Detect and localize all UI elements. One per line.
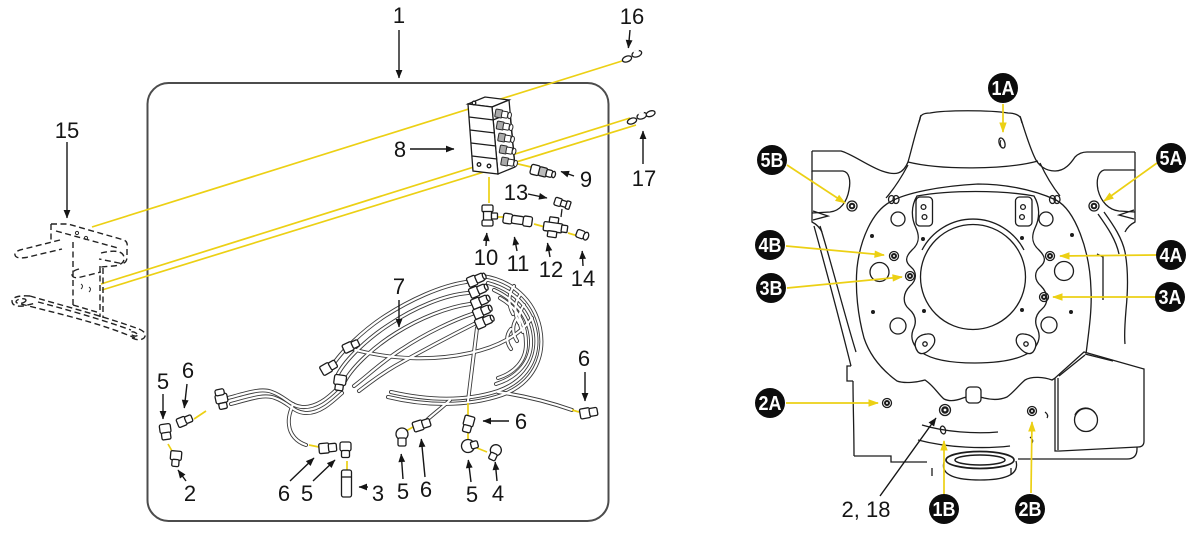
svg-text:15: 15	[55, 118, 79, 143]
svg-text:12: 12	[539, 257, 563, 282]
svg-text:7: 7	[393, 274, 405, 299]
svg-text:6: 6	[515, 409, 527, 434]
svg-text:2: 2	[184, 481, 196, 506]
svg-text:11: 11	[507, 251, 530, 276]
svg-text:4A: 4A	[1160, 245, 1183, 267]
svg-text:5: 5	[466, 482, 478, 507]
svg-text:4: 4	[492, 481, 504, 506]
svg-text:5: 5	[157, 369, 169, 394]
svg-text:17: 17	[632, 166, 656, 191]
svg-text:3A: 3A	[1159, 287, 1182, 309]
svg-text:5A: 5A	[1160, 148, 1183, 170]
svg-text:4B: 4B	[759, 235, 782, 257]
svg-text:5: 5	[397, 479, 409, 504]
svg-text:8: 8	[394, 137, 406, 162]
svg-text:1: 1	[393, 3, 405, 28]
svg-text:3: 3	[372, 481, 384, 506]
svg-text:6: 6	[420, 477, 432, 502]
svg-text:5: 5	[301, 481, 313, 506]
svg-text:2B: 2B	[1019, 499, 1042, 521]
svg-text:13: 13	[504, 180, 528, 205]
svg-text:2, 18: 2, 18	[842, 497, 891, 522]
svg-text:1A: 1A	[992, 78, 1015, 100]
svg-text:1B: 1B	[933, 499, 956, 521]
svg-text:6: 6	[278, 481, 290, 506]
svg-text:6: 6	[578, 346, 590, 371]
svg-text:16: 16	[620, 4, 644, 29]
svg-text:9: 9	[580, 167, 592, 192]
svg-text:14: 14	[571, 266, 595, 291]
svg-text:10: 10	[474, 245, 498, 270]
svg-text:3B: 3B	[760, 278, 783, 300]
svg-text:6: 6	[182, 358, 194, 383]
svg-text:5B: 5B	[761, 150, 784, 172]
svg-text:2A: 2A	[759, 393, 782, 415]
